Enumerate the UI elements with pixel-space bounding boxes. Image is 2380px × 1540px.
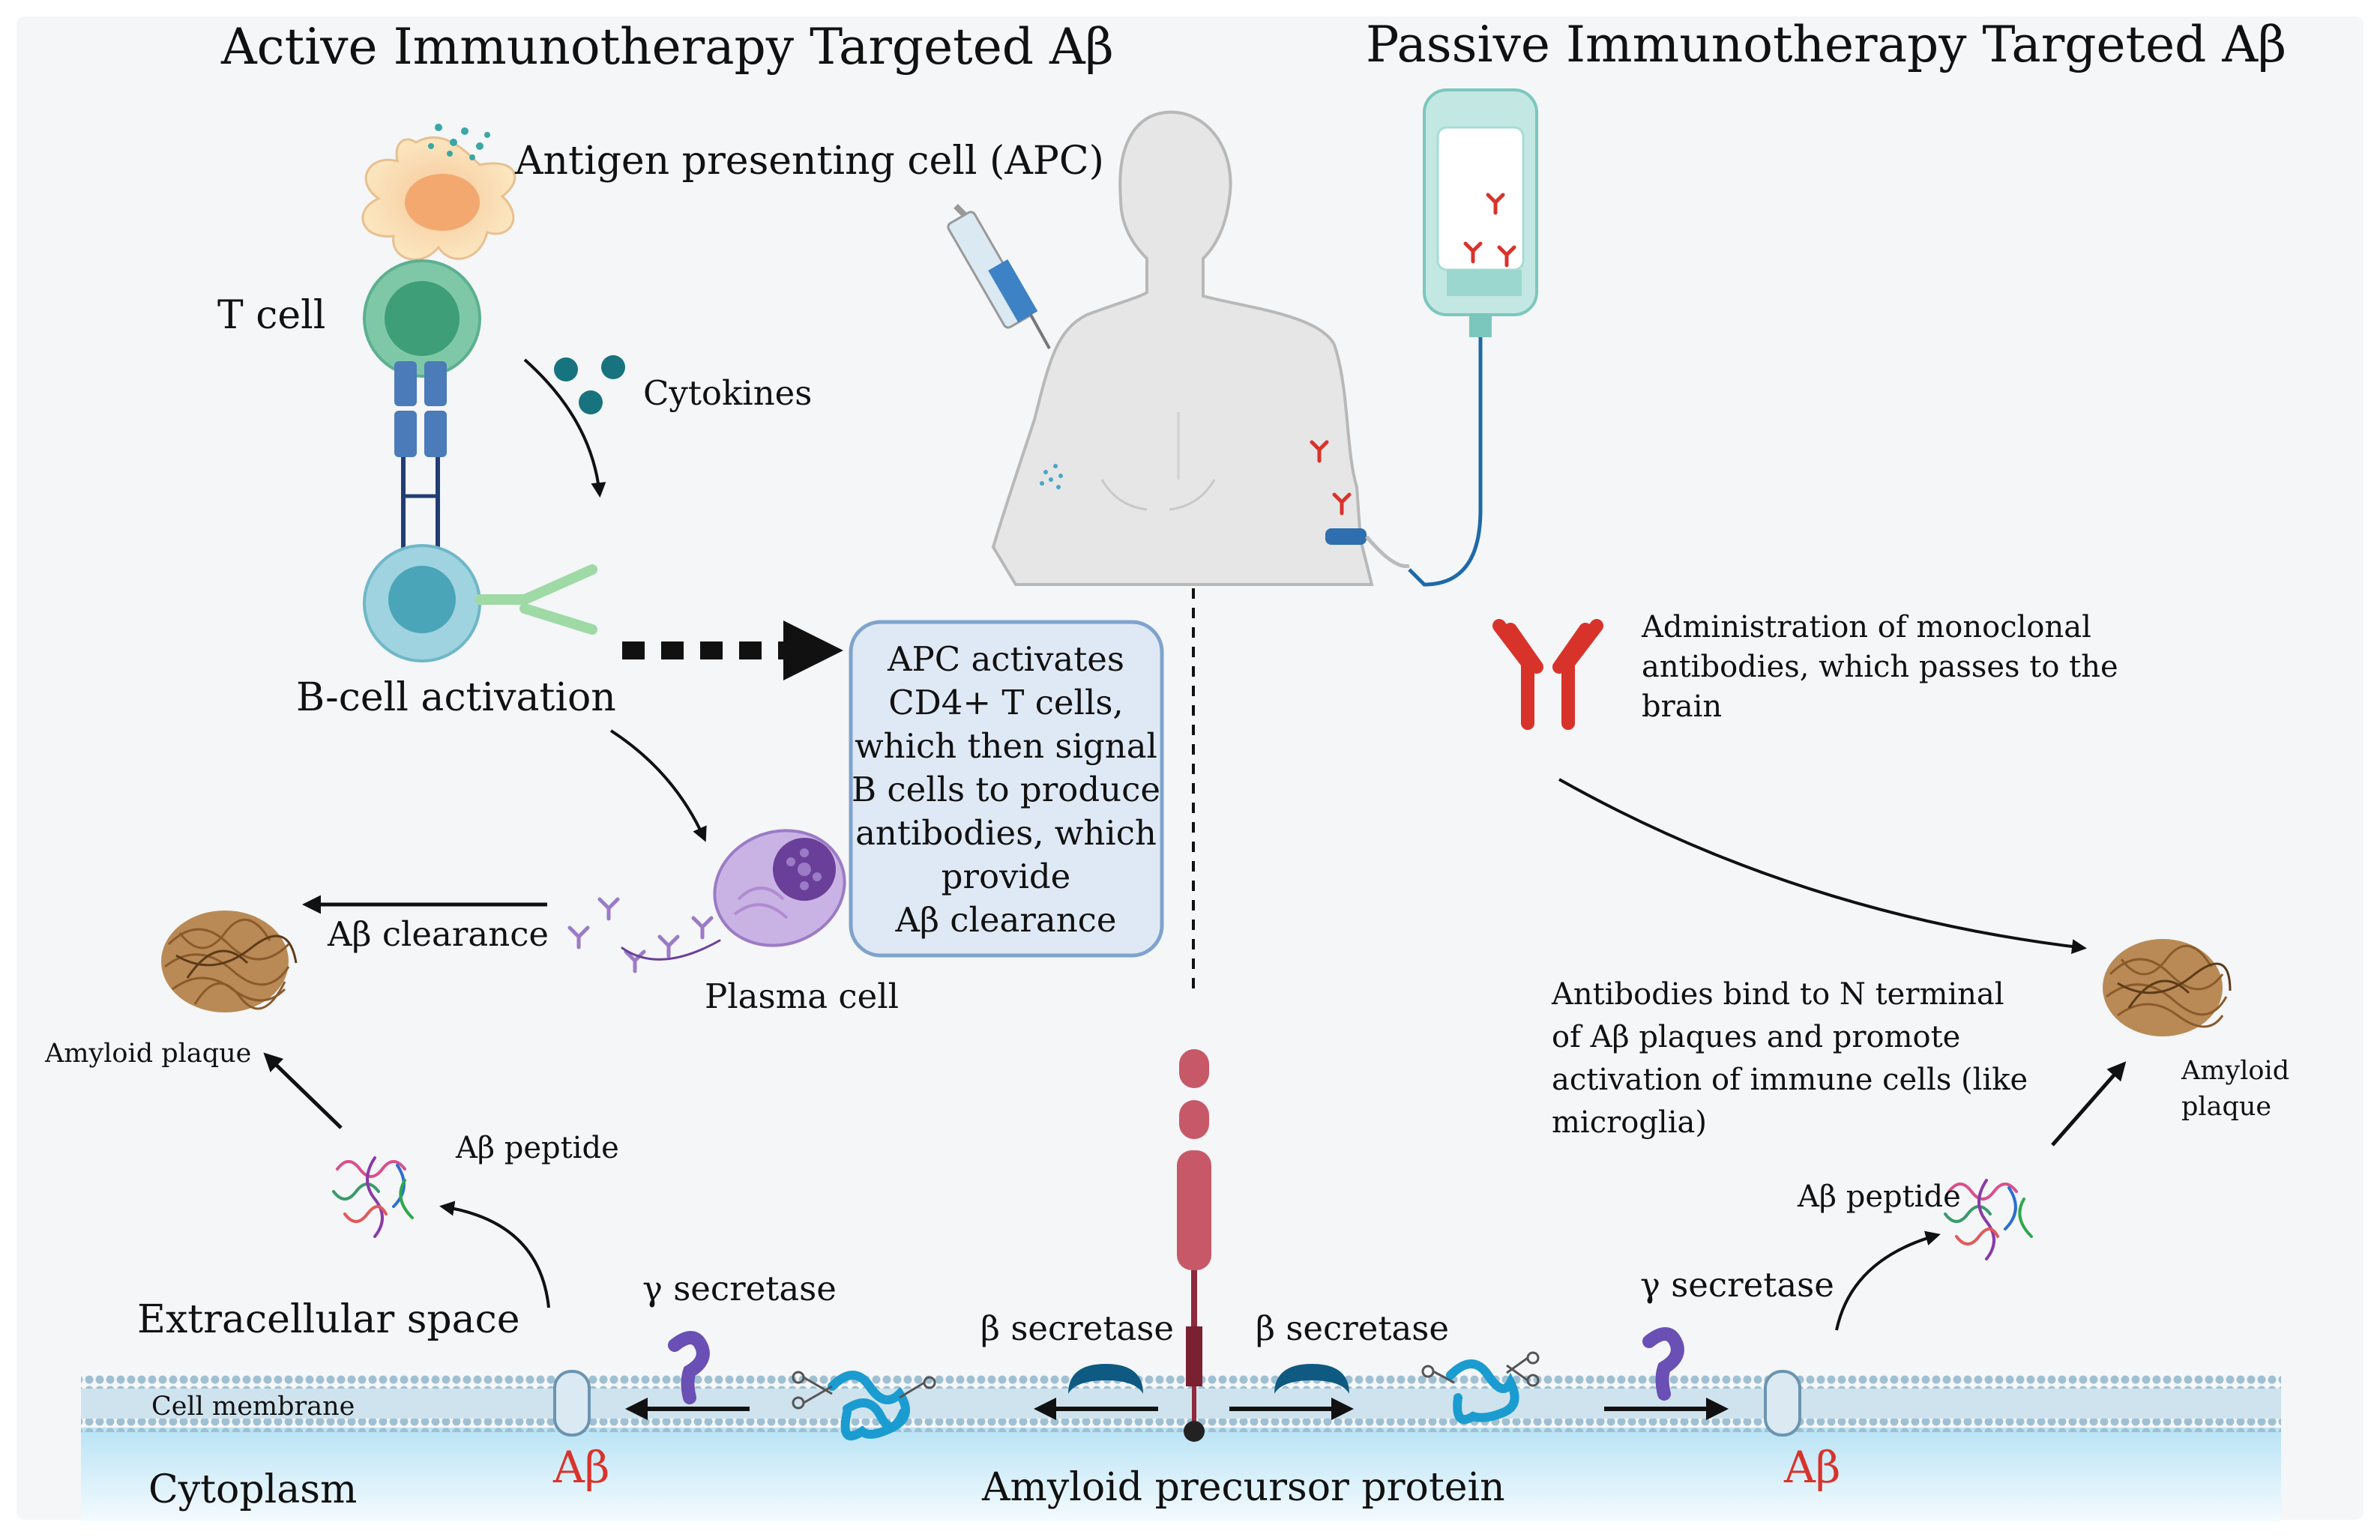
amyloid-plaque-right-label-2: plaque	[2181, 1092, 2271, 1122]
plasma-cell-icon	[713, 829, 846, 947]
b-cell-label: B-cell activation	[296, 675, 616, 720]
gamma-secretase-left-icon	[668, 1331, 710, 1404]
cytokines-icon	[554, 355, 625, 414]
ab-peptide-left-icon	[332, 1156, 414, 1238]
extracellular-space-label: Extracellular space	[137, 1297, 520, 1342]
membrane-top-layer	[81, 1375, 2281, 1389]
app-protein-icon	[1177, 1049, 1211, 1442]
plaque-right-arrow	[2051, 1061, 2127, 1147]
amyloid-plaque-right-icon	[2103, 939, 2232, 1036]
svg-text:microglia): microglia)	[1552, 1105, 1707, 1140]
svg-text:antibodies, which: antibodies, which	[855, 813, 1157, 853]
t-cell-icon	[363, 259, 481, 555]
svg-text:of Aβ plaques and promote: of Aβ plaques and promote	[1552, 1020, 1960, 1054]
scissors-left-icon	[792, 1371, 936, 1410]
cytokines-label: Cytokines	[643, 373, 812, 413]
peptide-right-arrow	[1835, 1231, 1941, 1331]
b-cell-icon	[363, 544, 597, 662]
apc-label: Antigen presenting cell (APC)	[514, 139, 1104, 184]
center-box-text: APC activates CD4+ T cells, which then s…	[852, 639, 1160, 940]
svg-text:Aβ clearance: Aβ clearance	[894, 900, 1116, 940]
channel-left-icon	[553, 1370, 591, 1437]
amyloid-plaque-right-label-1: Amyloid	[2181, 1056, 2289, 1086]
svg-text:CD4+ T cells,: CD4+ T cells,	[888, 683, 1123, 722]
plasma-arrow	[609, 729, 707, 842]
arm-antibodies-icon	[1310, 440, 1352, 516]
apc-icon	[361, 124, 516, 261]
cytokines-arrow	[523, 358, 606, 498]
svg-text:provide: provide	[942, 857, 1071, 896]
vaccine-dots-icon	[1040, 464, 1063, 489]
human-figure	[991, 110, 1374, 586]
cell-membrane-label: Cell membrane	[151, 1392, 355, 1422]
amyloid-plaque-left-label: Amyloid plaque	[44, 1039, 251, 1069]
cytoplasm-label: Cytoplasm	[148, 1467, 357, 1512]
monoclonal-text: Administration of monoclonal antibodies,…	[1641, 610, 2118, 724]
peptide-left-arrow	[439, 1201, 550, 1308]
svg-text:activation of immune cells (li: activation of immune cells (like	[1552, 1063, 2028, 1097]
gamma-secretase-right-icon	[1642, 1327, 1684, 1401]
svg-text:Administration of monoclonal: Administration of monoclonal	[1641, 610, 2091, 644]
svg-text:APC activates: APC activates	[887, 639, 1124, 679]
iv-bag-icon	[1408, 88, 1538, 587]
scissors-right-icon	[1421, 1351, 1540, 1387]
beta-secretase-right-label: β secretase	[1256, 1308, 1449, 1348]
ab-clearance-label: Aβ clearance	[327, 914, 549, 954]
cytoplasm-region	[81, 1428, 2281, 1521]
svg-text:brain: brain	[1642, 689, 1722, 724]
svg-text:antibodies, which passes to th: antibodies, which passes to the	[1642, 650, 2118, 684]
cleaved-protein-right-icon	[1446, 1359, 1519, 1425]
bind-text: Antibodies bind to N terminal of Aβ plaq…	[1551, 977, 2028, 1140]
channel-right-icon	[1764, 1370, 1801, 1437]
monoclonal-antibody-icon	[1492, 619, 1603, 730]
plaque-left-arrow	[263, 1052, 343, 1129]
catheter-icon	[1325, 528, 1410, 568]
syringe-icon	[947, 204, 1051, 349]
title-passive: Passive Immunotherapy Targeted Aβ	[1366, 16, 2286, 73]
beta-secretase-left-icon	[1068, 1364, 1143, 1394]
amyloid-plaque-left-icon	[161, 911, 298, 1012]
brain-arrow	[1558, 778, 2087, 955]
ab-peptide-left-label: Aβ peptide	[455, 1131, 619, 1165]
gamma-secretase-left-label: γ secretase	[642, 1269, 837, 1308]
ab-left-label: Aβ	[552, 1442, 609, 1493]
gamma-secretase-right-label: γ secretase	[1640, 1265, 1834, 1305]
app-label: Amyloid precursor protein	[981, 1465, 1505, 1510]
membrane-bottom-layer	[81, 1419, 2281, 1432]
beta-secretase-left-label: β secretase	[980, 1308, 1174, 1348]
beta-secretase-right-icon	[1274, 1364, 1349, 1394]
center-box	[849, 620, 1164, 958]
svg-text:which then signal: which then signal	[855, 726, 1157, 766]
ab-peptide-right-icon	[1944, 1179, 2033, 1260]
title-active: Active Immunotherapy Targeted Aβ	[220, 18, 1114, 76]
plasma-cell-label: Plasma cell	[705, 976, 899, 1016]
membrane-core	[81, 1389, 2281, 1419]
ab-right-label: Aβ	[1783, 1442, 1840, 1493]
t-cell-label: T cell	[217, 293, 325, 338]
ab-peptide-right-label: Aβ peptide	[1797, 1180, 1961, 1214]
svg-text:B cells to produce: B cells to produce	[852, 770, 1160, 809]
background-panel	[16, 16, 2364, 1520]
svg-text:Antibodies bind to N terminal: Antibodies bind to N terminal	[1551, 977, 2004, 1012]
cleaved-protein-left-icon	[828, 1371, 910, 1441]
dotted-arrow	[622, 620, 843, 680]
small-antibodies-icon	[567, 897, 721, 973]
